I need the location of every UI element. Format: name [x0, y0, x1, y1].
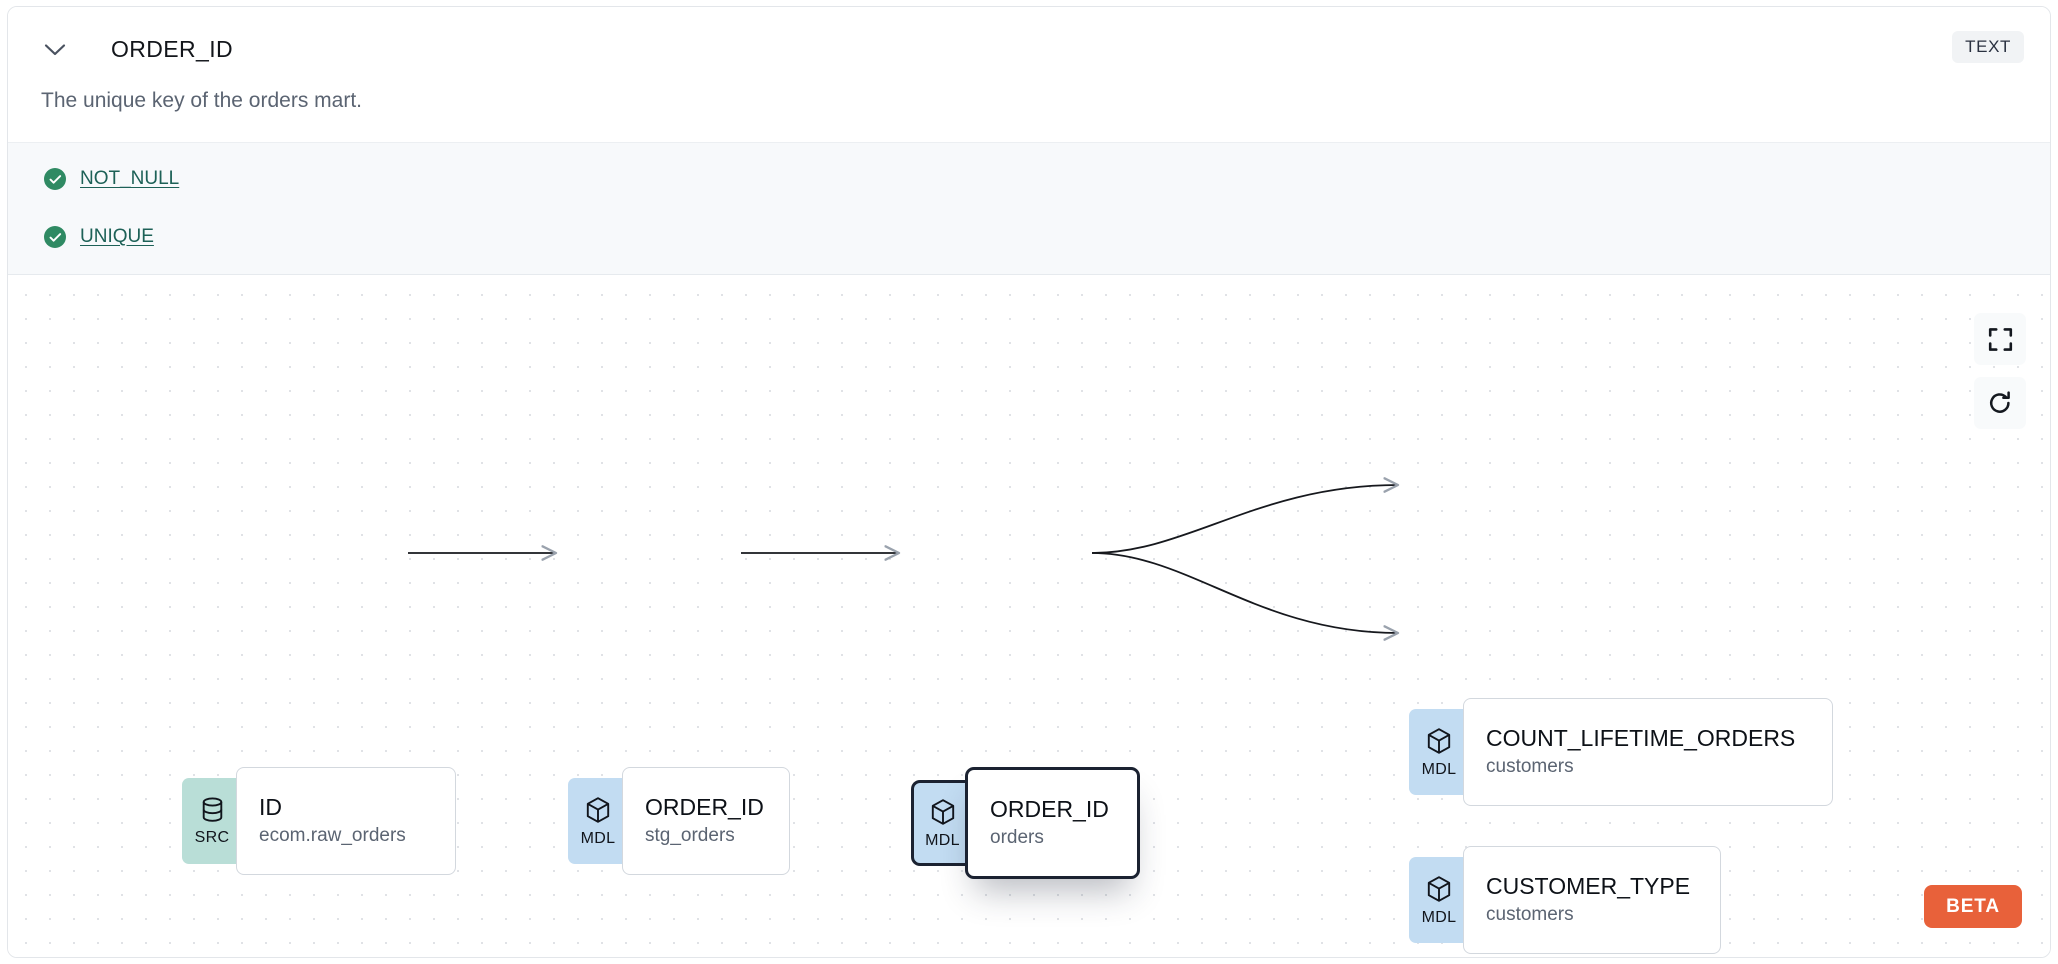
node-body: COUNT_LIFETIME_ORDERS customers: [1463, 698, 1833, 806]
node-type-label: MDL: [1421, 908, 1457, 926]
node-type-label: MDL: [925, 831, 960, 849]
node-body: ORDER_ID stg_orders: [622, 767, 790, 875]
lineage-node-count-lifetime-orders[interactable]: MDL COUNT_LIFETIME_ORDERS customers: [1409, 698, 1833, 806]
beta-badge[interactable]: BETA: [1924, 885, 2022, 928]
node-type-badge: MDL: [1409, 857, 1469, 943]
fullscreen-button[interactable]: [1974, 313, 2026, 365]
cube-icon: [1425, 875, 1453, 909]
test-row: UNIQUE: [44, 225, 154, 249]
check-circle-icon: [44, 168, 66, 190]
tests-section: NOT_NULL UNIQUE: [8, 142, 2050, 275]
cube-icon: [584, 796, 612, 830]
node-name: CUSTOMER_TYPE: [1486, 873, 1691, 900]
node-type-badge: SRC: [182, 778, 242, 864]
test-link-not-null[interactable]: NOT_NULL: [80, 168, 180, 189]
lineage-canvas[interactable]: SRC ID ecom.raw_orders: [8, 275, 2050, 957]
fullscreen-icon: [1988, 327, 2013, 352]
lineage-node-customer-type[interactable]: MDL CUSTOMER_TYPE customers: [1409, 846, 1721, 954]
cube-icon: [929, 798, 957, 832]
test-link-unique[interactable]: UNIQUE: [80, 226, 154, 247]
node-subtitle: customers: [1486, 756, 1574, 778]
cube-icon: [1425, 727, 1453, 761]
edge-orders-ctype: [1091, 552, 1398, 633]
node-type-label: MDL: [1421, 760, 1457, 778]
chevron-down-icon[interactable]: [41, 37, 69, 63]
node-type-label: SRC: [194, 829, 230, 846]
lineage-node-src[interactable]: SRC ID ecom.raw_orders: [182, 767, 456, 875]
node-body: ID ecom.raw_orders: [236, 767, 456, 875]
node-type-label: MDL: [580, 829, 616, 847]
column-description: The unique key of the orders mart.: [41, 89, 362, 112]
node-name: ORDER_ID: [990, 796, 1109, 823]
edge-orders-count: [1091, 485, 1398, 554]
node-subtitle: orders: [990, 827, 1044, 849]
node-body: ORDER_ID orders: [965, 767, 1140, 879]
node-name: COUNT_LIFETIME_ORDERS: [1486, 725, 1796, 752]
node-type-badge: MDL: [1409, 709, 1469, 795]
card-header: ORDER_ID TEXT The unique key of the orde…: [8, 7, 2050, 112]
column-detail-card: ORDER_ID TEXT The unique key of the orde…: [7, 6, 2051, 958]
column-type-badge: TEXT: [1952, 31, 2024, 63]
lineage-node-orders-selected[interactable]: MDL ORDER_ID orders: [911, 767, 1140, 879]
refresh-button[interactable]: [1974, 377, 2026, 429]
node-type-badge: MDL: [911, 780, 971, 866]
node-subtitle: ecom.raw_orders: [259, 825, 406, 847]
node-subtitle: customers: [1486, 904, 1574, 926]
page-title: ORDER_ID: [111, 36, 234, 62]
node-name: ID: [259, 794, 282, 821]
test-row: NOT_NULL: [44, 167, 179, 191]
canvas-toolbar: [1974, 313, 2026, 429]
refresh-icon: [1987, 390, 2013, 416]
database-icon: [199, 796, 226, 829]
node-subtitle: stg_orders: [645, 825, 735, 847]
node-body: CUSTOMER_TYPE customers: [1463, 846, 1721, 954]
check-circle-icon: [44, 226, 66, 248]
lineage-node-stg-orders[interactable]: MDL ORDER_ID stg_orders: [568, 767, 790, 875]
node-type-badge: MDL: [568, 778, 628, 864]
node-name: ORDER_ID: [645, 794, 764, 821]
